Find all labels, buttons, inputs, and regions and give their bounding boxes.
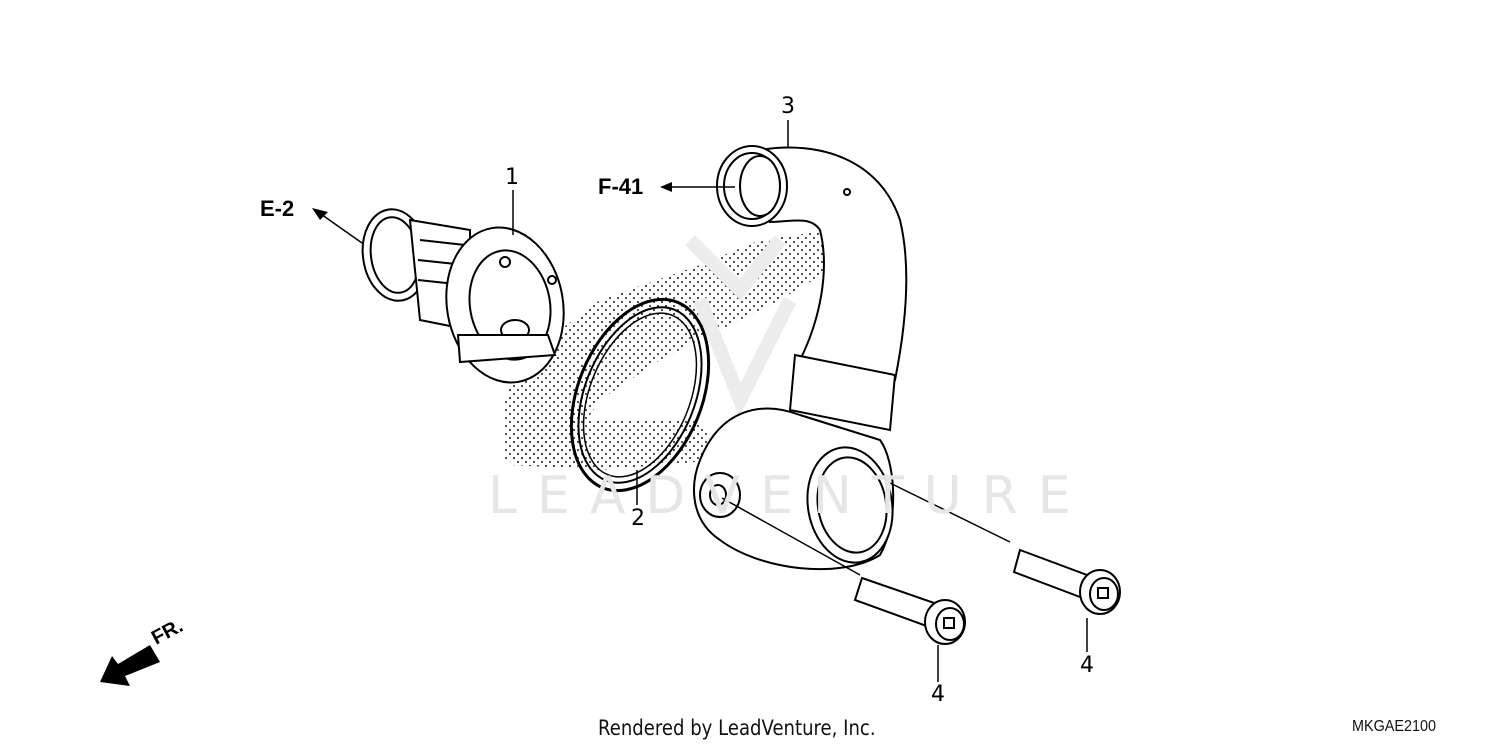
bolt-part-right	[1012, 548, 1121, 615]
leader-lines	[317, 120, 1088, 682]
callout-1: 1	[505, 165, 519, 190]
callout-2: 2	[631, 506, 645, 531]
callout-4-left: 4	[931, 682, 945, 707]
watermark-text: LEADVENTURE	[488, 466, 1091, 526]
footer-credit: Rendered by LeadVenture, Inc.	[598, 716, 876, 740]
callout-4-right: 4	[1080, 653, 1094, 678]
thermostat-part	[361, 208, 565, 384]
arrow-head-e2	[312, 208, 328, 220]
thermostat-cover-part	[693, 145, 908, 571]
reference-f41: F-41	[598, 174, 644, 199]
reference-e2: E-2	[260, 196, 295, 221]
arrow-head-f41	[660, 182, 672, 192]
stipple-shading	[505, 165, 860, 470]
bolt-part-left	[853, 576, 966, 645]
watermark-logo	[685, 235, 797, 418]
callout-3: 3	[781, 94, 795, 119]
front-arrow-icon	[100, 645, 160, 686]
o-ring-part	[569, 297, 711, 493]
drawing-code: MKGAE2100	[1352, 718, 1437, 735]
